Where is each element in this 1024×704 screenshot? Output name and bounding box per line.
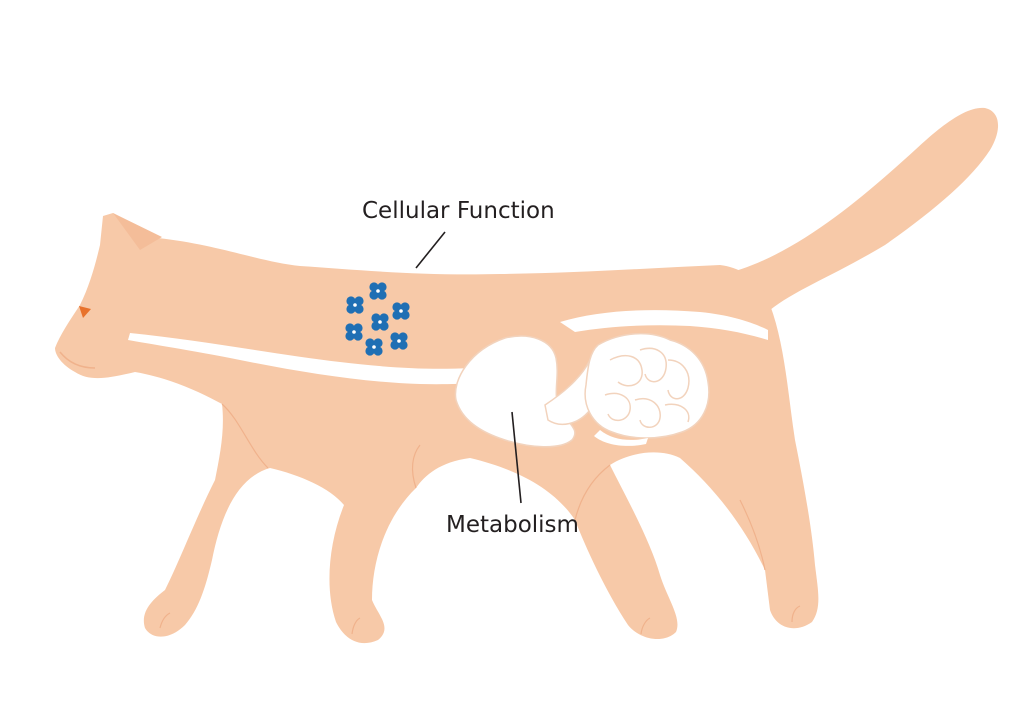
leg-contours bbox=[221, 403, 766, 571]
metabolism-leader-line bbox=[511, 411, 522, 504]
eye-icon bbox=[79, 306, 91, 318]
cell-icon bbox=[345, 323, 363, 341]
toe-lines bbox=[159, 605, 801, 635]
cell-icon bbox=[369, 282, 387, 300]
esophagus bbox=[128, 333, 515, 385]
cat-body bbox=[55, 213, 819, 644]
cell-icon bbox=[346, 296, 364, 314]
metabolism-label: Metabolism bbox=[446, 512, 579, 538]
cellular-function-label: Cellular Function bbox=[362, 198, 555, 224]
cell-icon bbox=[392, 302, 410, 320]
dorsal-organ-band bbox=[560, 310, 768, 340]
cat-ear bbox=[113, 213, 162, 250]
cat-tail bbox=[720, 107, 999, 310]
cell-icon bbox=[390, 332, 408, 350]
cell-icon bbox=[365, 338, 383, 356]
intestines bbox=[584, 332, 710, 439]
cell-icon bbox=[371, 313, 389, 331]
cat-mouth-line bbox=[59, 351, 96, 369]
stomach bbox=[454, 335, 576, 448]
colon bbox=[594, 430, 648, 446]
intestine-loops bbox=[604, 347, 690, 428]
cellular-leader-line bbox=[415, 231, 446, 269]
cell-cluster bbox=[345, 282, 410, 356]
